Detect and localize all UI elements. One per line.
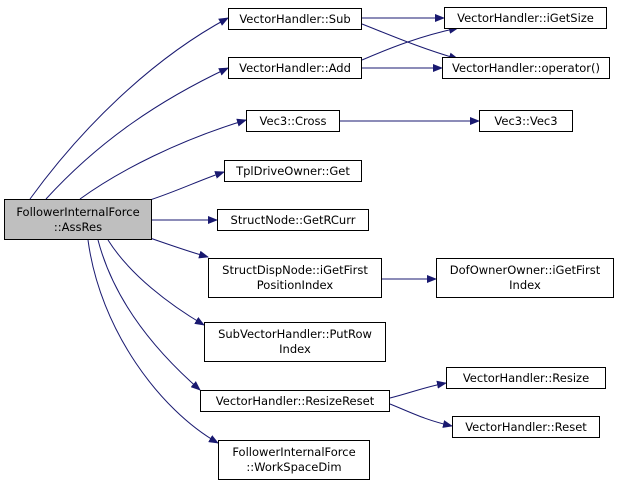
- node-label-line: VectorHandler::Reset: [465, 419, 587, 434]
- node-vec3-vec3[interactable]: Vec3::Vec3: [479, 110, 573, 132]
- node-label-line: DofOwnerOwner::iGetFirst: [449, 263, 601, 277]
- node-label-line: Index: [509, 278, 541, 292]
- edge-resizereset-reset: [389, 403, 453, 428]
- edge-root-igetfirst: [149, 237, 209, 259]
- node-structdispnode-igetfirstpositionindex[interactable]: StructDispNode::iGetFirst PositionIndex: [208, 258, 382, 298]
- node-label-line: Vec3::Vec3: [494, 113, 558, 128]
- node-label-line: Index: [279, 342, 311, 356]
- node-label-line: StructDispNode::iGetFirst: [222, 263, 368, 277]
- node-vec3-cross[interactable]: Vec3::Cross: [246, 110, 340, 132]
- edge-root-resizereset: [97, 239, 201, 391]
- node-label-line: TplDriveOwner::Get: [236, 163, 350, 178]
- edge-root-workspace: [87, 239, 219, 444]
- node-label-line: VectorHandler::iGetSize: [457, 10, 594, 25]
- node-label-line: FollowerInternalForce: [16, 204, 140, 219]
- edge-root-tplget: [149, 171, 225, 201]
- edge-sub-operator: [361, 23, 459, 61]
- node-vectorhandler-operator[interactable]: VectorHandler::operator(): [442, 57, 610, 79]
- node-subvectorhandler-putrowindex[interactable]: SubVectorHandler::PutRow Index: [204, 322, 386, 362]
- node-label-line: VectorHandler::Sub: [239, 11, 351, 26]
- edge-resizereset-resize: [389, 380, 447, 399]
- node-label-line: FollowerInternalForce: [232, 445, 356, 459]
- node-label-line: Vec3::Cross: [259, 113, 327, 128]
- edge-root-add: [45, 67, 229, 200]
- node-dofownerowner-igetfirstindex[interactable]: DofOwnerOwner::iGetFirst Index: [436, 258, 614, 298]
- node-label-line: SubVectorHandler::PutRow: [218, 327, 372, 341]
- node-vectorhandler-igetsize[interactable]: VectorHandler::iGetSize: [444, 7, 607, 29]
- node-label-line: ::WorkSpaceDim: [246, 460, 342, 474]
- edge-add-igetsize: [361, 25, 459, 61]
- node-vectorhandler-resizereset[interactable]: VectorHandler::ResizeReset: [200, 390, 390, 412]
- node-label-line: VectorHandler::operator(): [452, 60, 600, 75]
- edge-root-putrow: [107, 239, 205, 326]
- edge-root-sub: [29, 17, 229, 200]
- node-label-line: ::AssRes: [53, 219, 103, 234]
- node-vectorhandler-sub[interactable]: VectorHandler::Sub: [228, 8, 362, 30]
- node-tpldriveowner-get[interactable]: TplDriveOwner::Get: [224, 160, 362, 182]
- node-structnode-getrcurr[interactable]: StructNode::GetRCurr: [217, 209, 369, 231]
- edge-root-cross: [79, 118, 247, 200]
- node-vectorhandler-add[interactable]: VectorHandler::Add: [228, 57, 362, 79]
- node-follower-workspacedim[interactable]: FollowerInternalForce ::WorkSpaceDim: [218, 440, 370, 480]
- node-label-line: PositionIndex: [256, 278, 334, 292]
- node-label-line: VectorHandler::ResizeReset: [215, 393, 375, 408]
- node-follower-assres: FollowerInternalForce ::AssRes: [4, 199, 152, 240]
- node-label-line: VectorHandler::Add: [239, 60, 351, 75]
- node-vectorhandler-resize[interactable]: VectorHandler::Resize: [446, 367, 606, 389]
- node-label-line: VectorHandler::Resize: [462, 370, 590, 385]
- node-label-line: StructNode::GetRCurr: [230, 212, 356, 227]
- node-vectorhandler-reset[interactable]: VectorHandler::Reset: [452, 416, 600, 438]
